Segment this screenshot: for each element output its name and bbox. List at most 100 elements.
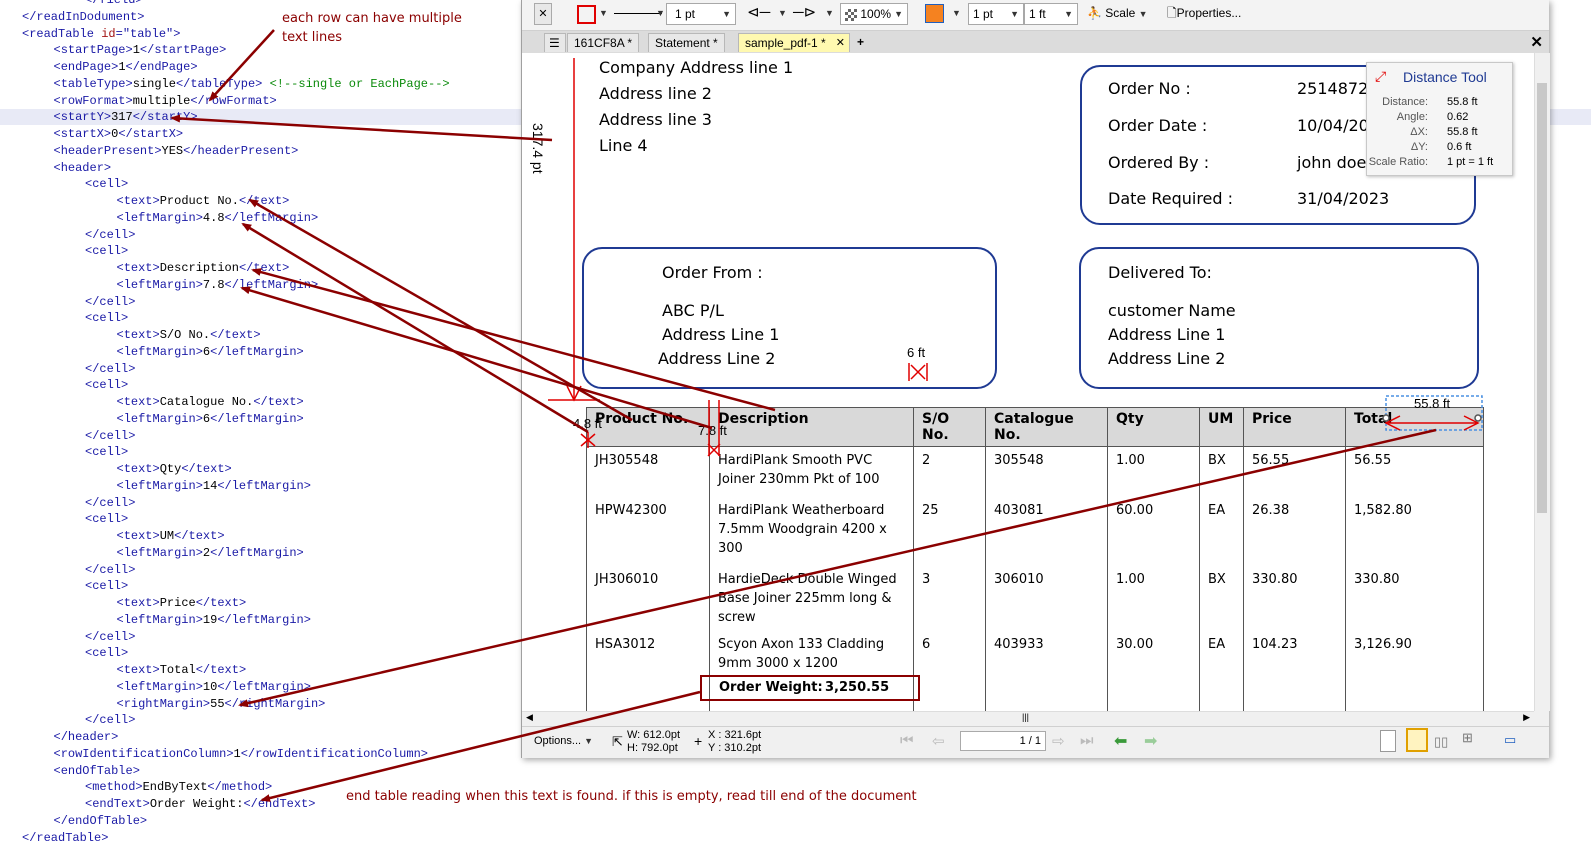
xml-line[interactable]: <cell> [85,579,129,594]
last-page-icon[interactable]: ⏭ [1080,732,1094,749]
back-view-icon[interactable]: ⬅ [1114,733,1128,750]
xml-line[interactable]: <headerPresent>YES</headerPresent> [53,143,299,158]
horizontal-scrollbar[interactable]: ◀ ||| ▶ [522,711,1534,726]
scale-to-select[interactable]: 1 ft▼ [1024,3,1078,25]
forward-view-icon[interactable]: ➡ [1144,733,1158,750]
xml-line[interactable]: <text>S/O No.</text> [116,328,261,342]
xml-line[interactable]: <cell> [85,646,129,661]
scroll-right-icon[interactable]: ▶ [1523,712,1530,722]
xml-line[interactable]: <text>Description</text> [116,261,290,275]
fit-view-icon[interactable]: ▭ [1504,732,1517,747]
xml-line[interactable]: <endPage>1</endPage> [53,60,198,74]
xml-line[interactable]: <method>EndByText</method> [85,780,273,795]
options-button[interactable]: Options... ▼ [534,735,594,747]
xml-line[interactable]: <header> [53,160,112,175]
xml-line[interactable]: </cell> [85,495,136,510]
tab-sample-pdf-1[interactable]: sample_pdf-1 *✕ [738,33,850,52]
tab-161cf8a[interactable]: 161CF8A * [567,33,640,52]
header-total: Total [1345,407,1484,447]
xml-line[interactable]: </cell> [85,361,136,376]
vertical-scrollbar[interactable] [1534,53,1550,711]
xml-line[interactable]: <leftMargin>6</leftMargin> [116,344,304,359]
xml-line[interactable]: <text>Product No.</text> [116,194,290,208]
grid-pages-icon[interactable]: ⊞ [1462,730,1473,745]
page-size-icon: ⇱ [612,734,623,749]
xml-line[interactable]: </field> [85,0,143,7]
xml-line[interactable]: <rightMargin>55</rightMargin> [116,696,326,711]
xml-line[interactable]: <leftMargin>19</leftMargin> [116,612,311,627]
scale-from-select[interactable]: 1 pt▼ [968,3,1024,25]
scroll-grip-icon[interactable]: ||| [1022,712,1030,722]
chevron-down-icon[interactable]: ▼ [825,8,834,18]
xml-line[interactable]: <rowIdentificationColumn>1</rowIdentific… [53,746,428,761]
xml-line[interactable]: <leftMargin>7.8</leftMargin> [116,277,319,292]
xml-line[interactable]: </cell> [85,562,136,577]
xml-line[interactable]: </readTable> [22,830,109,845]
next-page-icon[interactable]: ⇨ [1052,733,1065,750]
line-style-select[interactable] [614,3,662,25]
page-number-input[interactable]: 1 / 1 [960,731,1046,751]
xml-line[interactable]: <leftMargin>2</leftMargin> [116,545,304,560]
xml-line[interactable]: <cell> [85,311,129,326]
chevron-down-icon[interactable]: ▼ [952,8,961,18]
tab-statement[interactable]: Statement * [648,33,725,52]
cursor-icon: + [694,733,703,749]
close-document-icon[interactable]: ✕ [1530,34,1543,51]
close-tab-icon[interactable]: ✕ [835,37,845,49]
xml-line[interactable]: <leftMargin>10</leftMargin> [116,679,311,694]
first-page-icon[interactable]: ⏮ [900,732,914,749]
xml-line[interactable]: <text>Catalogue No.</text> [116,395,304,409]
properties-button[interactable]: 🗋Properties... [1167,6,1242,20]
xml-line[interactable]: <readTable id="table"> [22,26,181,41]
xml-line[interactable]: <startPage>1</startPage> [53,43,227,58]
new-tab-button[interactable]: + [857,35,865,49]
xml-line[interactable]: <cell> [85,445,129,460]
xml-line[interactable]: </endOfTable> [53,813,148,828]
xml-line[interactable]: <startX>0</startX> [53,127,184,141]
scrollbar-thumb[interactable] [1537,83,1547,513]
chevron-down-icon[interactable]: ▼ [599,8,608,18]
xml-line[interactable]: <cell> [85,378,129,393]
scale-button[interactable]: ⛹ Scale ▼ [1087,6,1148,20]
opacity-select[interactable]: 100%▼ [840,3,908,25]
xml-line[interactable]: <cell> [85,512,129,527]
start-arrow-icon[interactable]: ⊲─ [747,4,771,21]
fill-color-button[interactable] [922,3,947,25]
chevron-down-icon[interactable]: ▼ [778,8,787,18]
continuous-page-icon[interactable] [1406,728,1428,752]
xml-line[interactable]: <rowFormat>multiple</rowFormat> [53,93,277,108]
stroke-color-button[interactable] [574,3,596,25]
xml-line[interactable]: </header> [53,730,119,744]
xml-line[interactable]: </cell> [85,428,136,443]
prev-page-icon[interactable]: ⇦ [932,733,945,750]
xml-line[interactable]: <cell> [85,177,129,192]
xml-line[interactable]: </cell> [85,629,136,644]
xml-line[interactable]: <leftMargin>6</leftMargin> [116,411,304,426]
single-page-icon[interactable] [1380,730,1396,752]
close-markup-button[interactable]: ✕ [534,3,552,25]
line-width-select[interactable]: 1 pt▼ [666,3,736,25]
xml-line[interactable]: <text>Total</text> [116,663,247,677]
xml-line[interactable]: <leftMargin>14</leftMargin> [116,478,311,493]
xml-line[interactable]: <tableType>single</tableType> <!--single… [53,76,450,91]
xml-line[interactable]: <text>Qty</text> [116,462,232,476]
xml-line[interactable]: </cell> [85,294,136,309]
xml-line[interactable]: </readInDodument> [22,9,145,24]
xml-line[interactable]: <leftMargin>4.8</leftMargin> [116,210,319,225]
xml-line[interactable]: <endText>Order Weight:</endText> [85,797,316,811]
xml-line[interactable]: <endOfTable> [53,763,140,778]
xml-line[interactable]: </cell> [85,227,136,242]
xml-line[interactable]: <cell> [85,244,129,259]
chevron-down-icon[interactable]: ▼ [656,8,665,18]
xml-line[interactable]: <text>Price</text> [116,596,247,610]
scroll-left-icon[interactable]: ◀ [526,712,533,722]
xml-line[interactable]: <text>UM</text> [116,529,225,543]
facing-pages-icon[interactable]: ▯▯ [1434,734,1449,749]
end-arrow-icon[interactable]: ─⊳ [793,4,817,21]
xml-line[interactable]: </cell> [85,713,136,728]
tab-list-icon[interactable]: ☰ [544,33,566,52]
order-weight-label: Order Weight: [719,680,823,695]
